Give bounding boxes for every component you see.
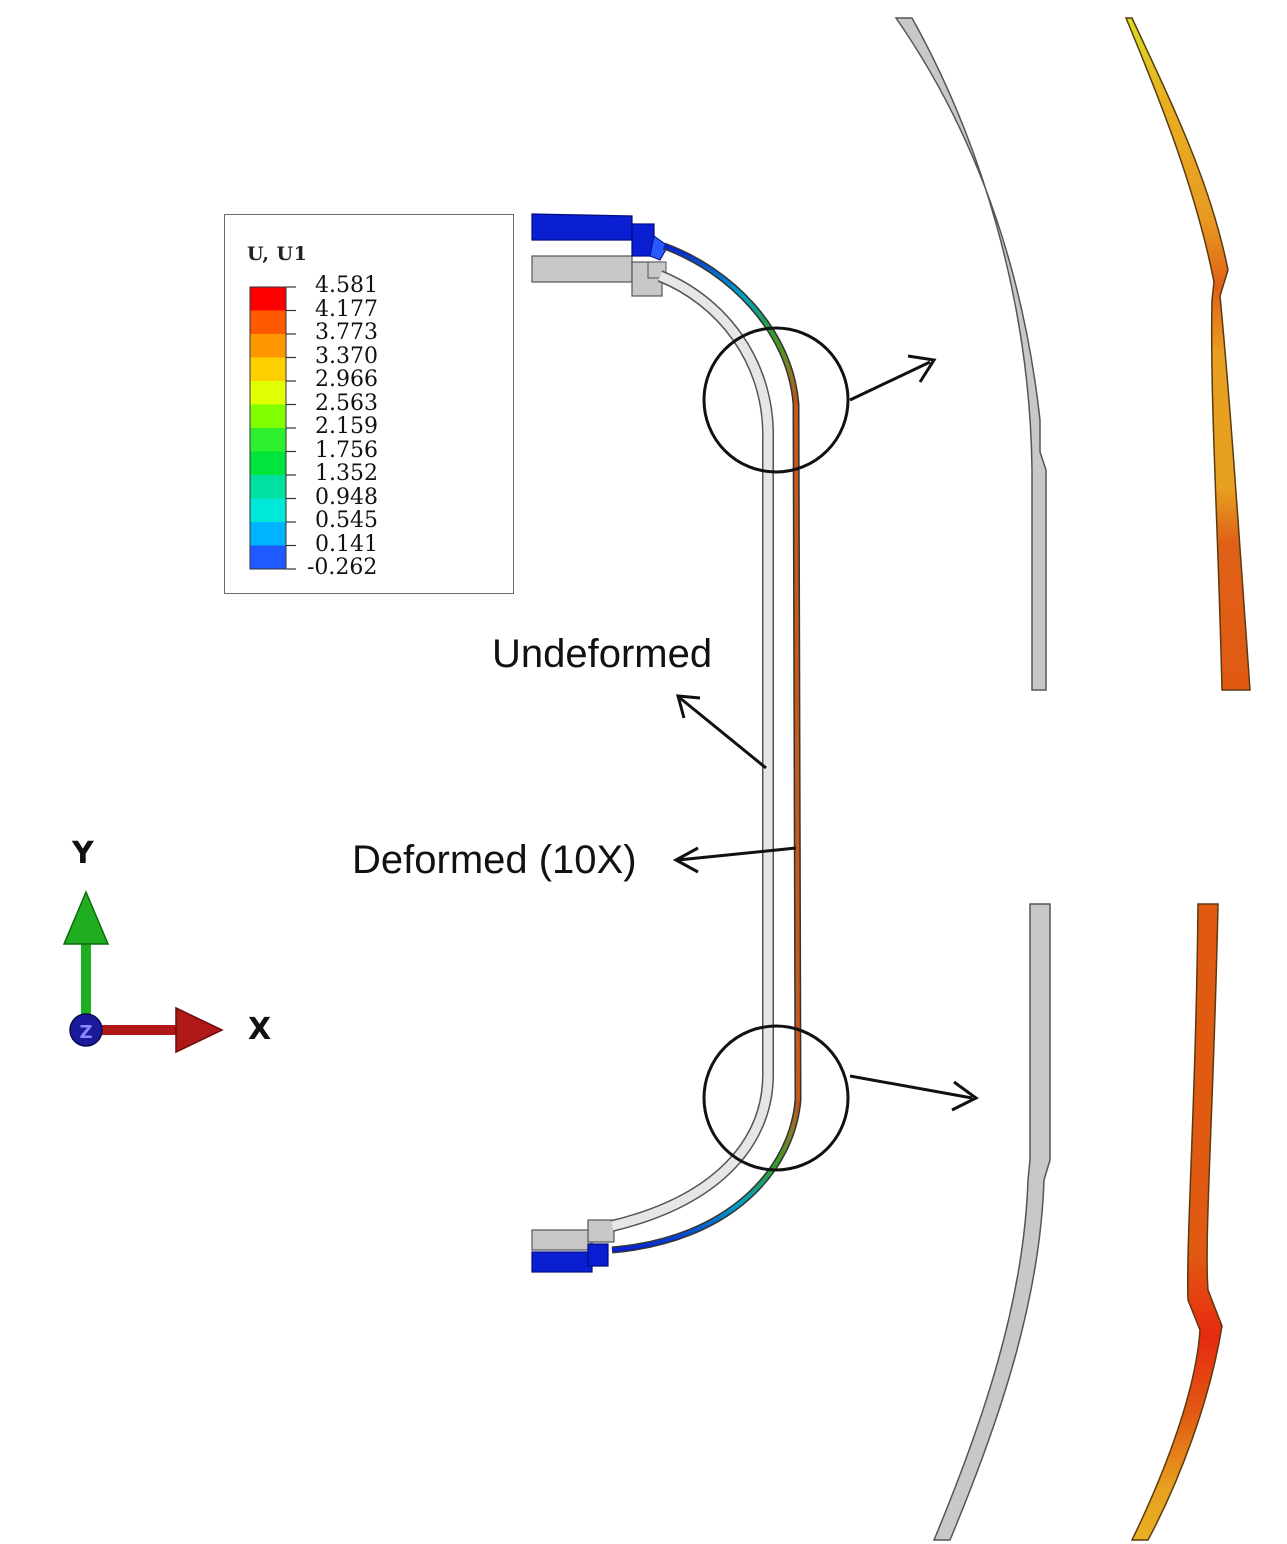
legend-value-label: 3.773	[315, 320, 378, 345]
legend-swatch	[250, 522, 286, 546]
zoom-lower-deformed	[1130, 903, 1223, 1541]
legend-value-label: 0.141	[315, 531, 378, 557]
legend-swatch	[250, 428, 286, 452]
y-axis-arrow-icon	[62, 890, 110, 945]
legend-swatch	[250, 287, 286, 311]
zoom-callout-lower	[702, 1024, 979, 1172]
zoom-upper-undeformed	[894, 17, 1047, 691]
deformed-label: Deformed (10X)	[352, 838, 637, 882]
legend-value-label: 4.177	[315, 296, 378, 322]
deformed-leader-arrow	[672, 846, 797, 874]
legend-swatch	[250, 451, 286, 475]
legend-title: U, U1	[247, 243, 308, 265]
undeformed-model	[531, 255, 775, 1251]
y-axis-label: Y	[72, 836, 94, 871]
legend-swatch	[250, 334, 286, 358]
x-axis-arrow-icon	[175, 1006, 224, 1054]
legend-value-label: 1.352	[315, 461, 378, 486]
x-axis-label: X	[248, 1012, 272, 1047]
zoom-callout-upper	[702, 326, 937, 474]
legend-value-label: 2.563	[315, 390, 378, 416]
zoom-upper-deformed	[1124, 17, 1251, 691]
coordinate-triad: Z	[62, 890, 224, 1054]
legend-color-bar	[249, 286, 296, 570]
undeformed-leader-arrow	[675, 694, 767, 770]
legend-swatch	[250, 475, 286, 499]
legend-value-label: 0.545	[315, 508, 378, 533]
z-axis-circle-icon	[69, 1013, 103, 1047]
legend-value-label: 2.966	[315, 367, 378, 392]
legend-swatch	[250, 310, 286, 334]
legend-value-label: 0.948	[315, 484, 378, 510]
legend-swatch	[250, 498, 286, 522]
legend-swatch	[250, 404, 286, 428]
undeformed-label: Undeformed	[492, 632, 713, 676]
legend-value-label: 2.159	[315, 414, 378, 439]
legend-value-label: 4.581	[315, 273, 378, 298]
legend-value-label: 3.370	[315, 343, 378, 369]
z-axis-label: Z	[79, 1022, 92, 1043]
legend-swatch	[250, 357, 286, 381]
zoom-lower-undeformed	[932, 903, 1051, 1541]
legend-value-label: -0.262	[307, 555, 378, 580]
legend-swatch	[250, 381, 286, 405]
deformed-model	[531, 213, 802, 1273]
legend-value-label: 1.756	[315, 437, 378, 463]
legend-swatch	[250, 545, 286, 569]
